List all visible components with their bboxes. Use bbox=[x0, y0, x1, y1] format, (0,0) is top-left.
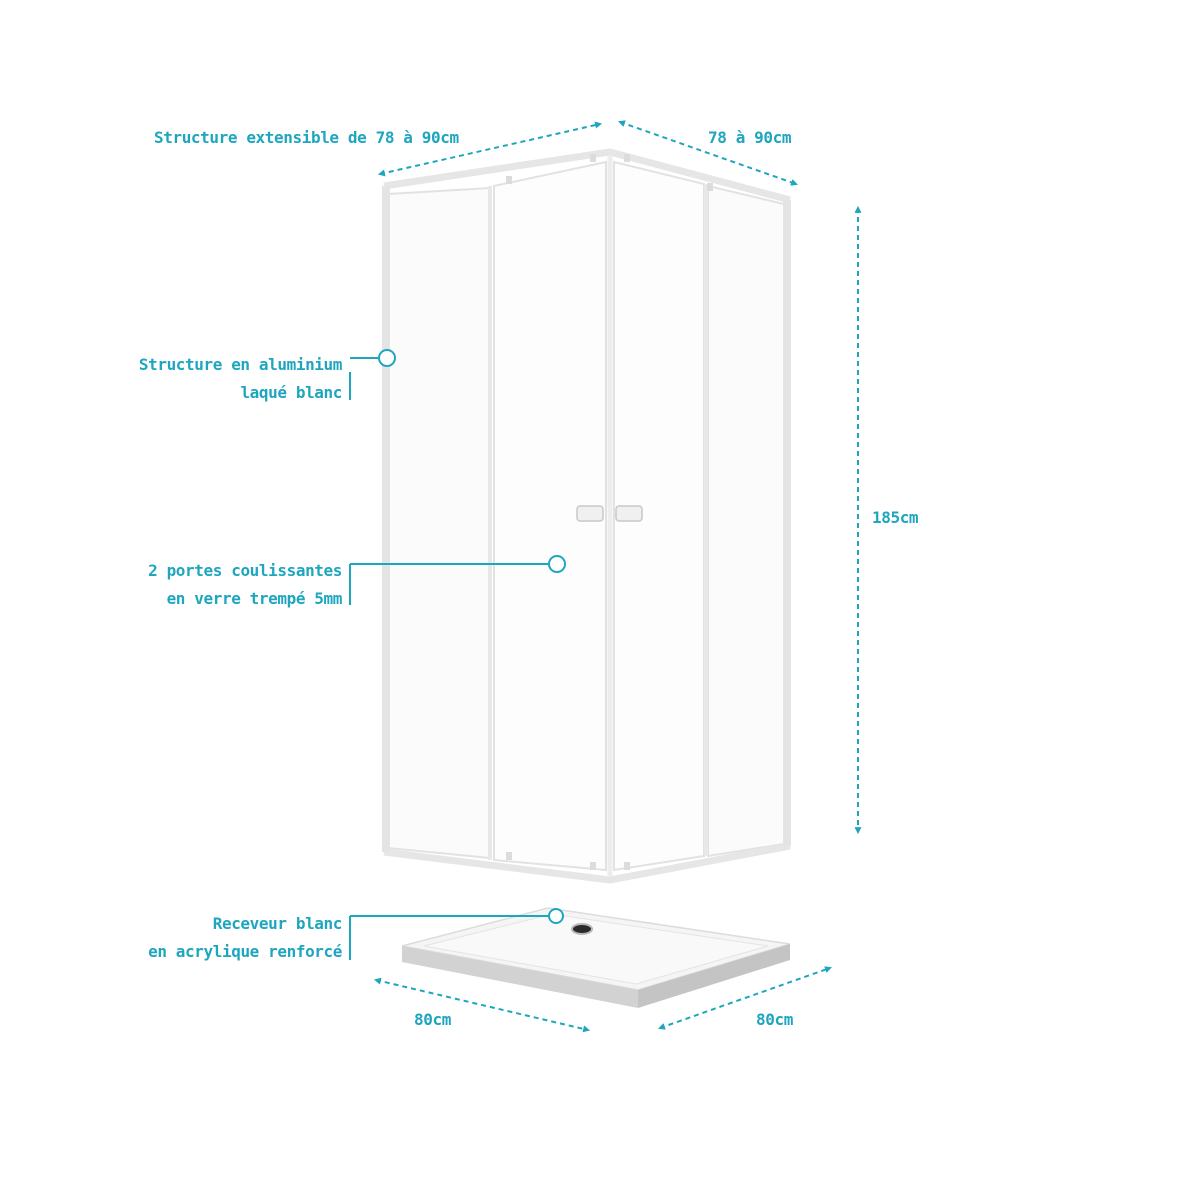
shower-tray bbox=[401, 907, 791, 1008]
callout-frame-dot bbox=[378, 349, 396, 367]
door-handle-right bbox=[615, 505, 643, 522]
glass-panel-right-fixed bbox=[707, 184, 785, 858]
roller-bottom-corner bbox=[590, 862, 596, 870]
tray-front-label: 80cm bbox=[414, 1010, 451, 1029]
callout-frame-leader bbox=[349, 357, 380, 400]
dimension-arrow-tray-front bbox=[373, 977, 591, 1033]
callout-doors-line1: 2 portes coulissantes bbox=[148, 561, 342, 580]
callout-doors-dot bbox=[548, 555, 566, 573]
roller-bottom-left bbox=[506, 852, 512, 860]
callout-doors-leader bbox=[349, 563, 548, 605]
glass-panel-left-fixed bbox=[387, 186, 491, 860]
callout-frame-text: Structure en aluminium laqué blanc bbox=[100, 351, 343, 407]
height-label: 185cm bbox=[872, 508, 919, 527]
callout-leaders bbox=[349, 349, 566, 960]
dimension-arrow-tray-side bbox=[658, 966, 832, 1030]
callout-frame-line1: Structure en aluminium bbox=[138, 355, 343, 374]
frame-bottom bbox=[383, 842, 791, 884]
dimension-arrow-side-width bbox=[618, 120, 798, 186]
front-width-label: Structure extensible de 78 à 90cm bbox=[154, 128, 459, 147]
callout-tray-dot bbox=[548, 908, 564, 924]
callout-tray-line2: en acrylique renforcé bbox=[148, 942, 342, 961]
door-handle-left bbox=[576, 505, 604, 522]
callout-doors-line2: en verre trempé 5mm bbox=[166, 589, 343, 608]
roller-corner-top bbox=[590, 154, 596, 162]
side-width-label: 78 à 90cm bbox=[708, 128, 792, 147]
callout-doors-text: 2 portes coulissantes en verre trempé 5m… bbox=[100, 557, 342, 613]
roller-top-right bbox=[707, 183, 713, 191]
callout-tray-leader bbox=[349, 915, 548, 960]
roller-bottom-corner-2 bbox=[624, 862, 630, 870]
callout-frame-line2: laqué blanc bbox=[240, 383, 342, 402]
callout-tray-text: Receveur blanc en acrylique renforcé bbox=[100, 910, 342, 966]
dimension-arrows bbox=[373, 120, 862, 1033]
roller-corner-top-2 bbox=[624, 154, 630, 162]
callout-tray-line1: Receveur blanc bbox=[212, 914, 343, 933]
roller-top-left bbox=[506, 176, 512, 184]
dimension-arrow-front-width bbox=[377, 121, 603, 177]
shower-enclosure bbox=[382, 148, 791, 884]
drain-icon bbox=[571, 923, 593, 935]
tray-side-label: 80cm bbox=[756, 1010, 793, 1029]
